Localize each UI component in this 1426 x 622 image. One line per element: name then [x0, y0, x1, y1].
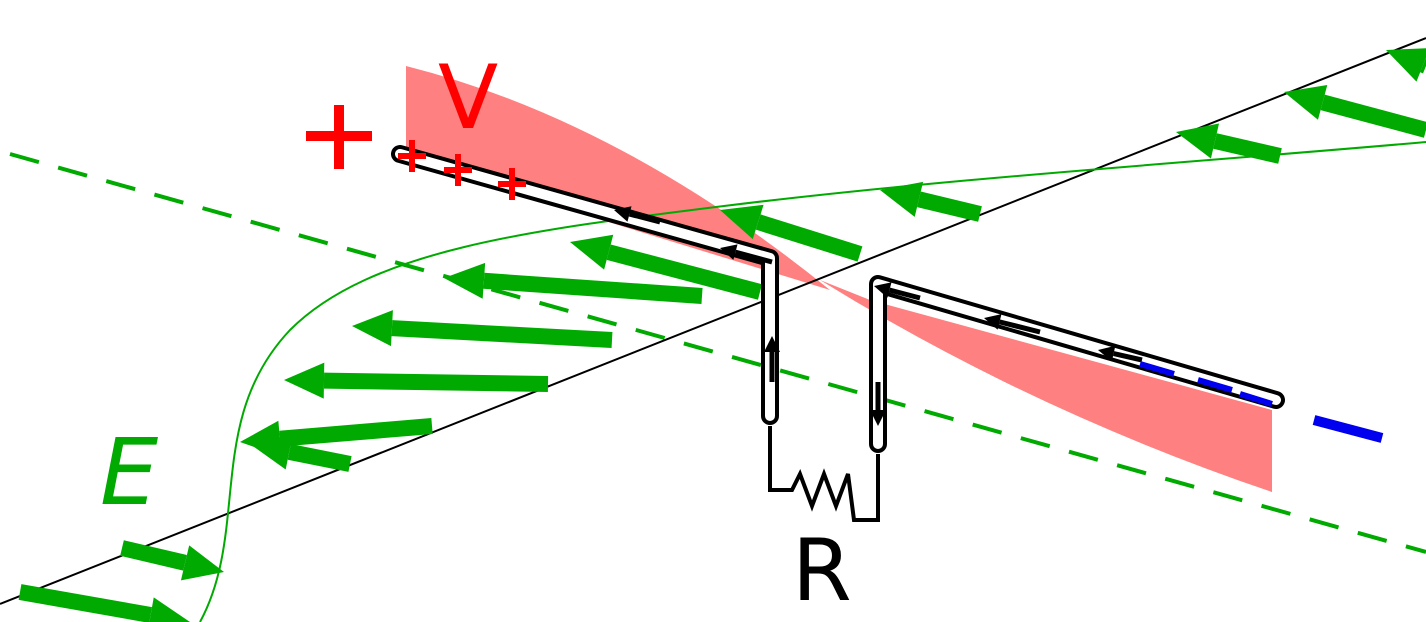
green-arrow-icon-shaft	[755, 214, 863, 262]
small-plus-charge-vertical	[455, 154, 461, 186]
green-arrow-icon-shaft	[287, 443, 352, 472]
green-arrow-icon-shaft	[917, 191, 982, 222]
field-envelope-curve	[199, 141, 1426, 622]
green-arrow-icon	[352, 310, 393, 347]
small-plus-charge-vertical	[509, 168, 515, 200]
black-arrow-icon	[720, 244, 738, 260]
green-arrow-icon-shaft	[1320, 94, 1426, 138]
black-arrow-icon	[870, 410, 886, 426]
electric-field-arrows	[18, 48, 1426, 622]
green-arrow-icon-shaft	[391, 320, 613, 348]
green-arrow-icon-shaft	[1213, 133, 1282, 164]
green-arrow-icon-shaft	[18, 584, 152, 622]
black-arrow-icon-shaft	[998, 319, 1041, 335]
black-arrow-icon-shaft	[628, 211, 661, 225]
green-arrow-icon-shaft	[279, 418, 433, 447]
green-arrow-icon-shaft	[606, 244, 763, 300]
voltage-positive-lobe	[406, 66, 830, 290]
black-arrow-icon	[874, 282, 892, 298]
current-arrows	[614, 206, 1143, 426]
black-arrow-icon-shaft	[1113, 351, 1143, 363]
green-arrow-icon-shaft	[323, 372, 549, 392]
voltage-negative-lobe	[820, 280, 1272, 492]
green-arrow-icon	[284, 362, 325, 399]
field-label: E	[100, 419, 158, 526]
black-arrow-icon	[614, 206, 632, 222]
small-plus-charge-vertical	[409, 140, 415, 172]
negative-terminal-sign	[1312, 415, 1384, 443]
green-arrow-icon	[880, 181, 924, 217]
small-minus-charge	[1139, 361, 1175, 377]
black-arrow-icon	[1098, 345, 1116, 362]
green-arrow-icon	[444, 262, 486, 299]
propagation-line	[0, 37, 1426, 605]
black-arrow-icon	[764, 336, 780, 352]
green-arrow-icon-shaft	[120, 540, 187, 571]
resistor-label: R	[792, 521, 852, 621]
voltage-label: V	[438, 46, 498, 149]
green-arrow-icon	[1176, 123, 1220, 159]
positive-terminal-sign	[306, 105, 372, 169]
green-arrow-icon	[180, 545, 224, 581]
small-minus-charge	[1239, 391, 1273, 407]
green-arrow-icon-shaft	[483, 272, 703, 304]
surface-positive-charges	[398, 140, 526, 200]
small-minus-charge	[1197, 377, 1233, 393]
resistor-circuit	[768, 426, 880, 522]
black-arrow-icon-shaft	[888, 287, 921, 301]
voltage-distribution	[406, 66, 1272, 492]
green-arrow-icon	[149, 597, 190, 622]
black-arrow-icon-shaft	[734, 249, 773, 265]
black-arrow-icon	[984, 314, 1002, 330]
green-arrow-icon	[720, 204, 764, 240]
green-arrow-icon	[250, 434, 293, 470]
antenna-axis-dashed	[9, 152, 1426, 554]
green-arrow-icon	[570, 234, 614, 270]
surface-negative-charges	[1139, 361, 1273, 407]
green-arrow-icon	[1284, 84, 1328, 120]
green-arrow-icon	[1386, 48, 1426, 82]
